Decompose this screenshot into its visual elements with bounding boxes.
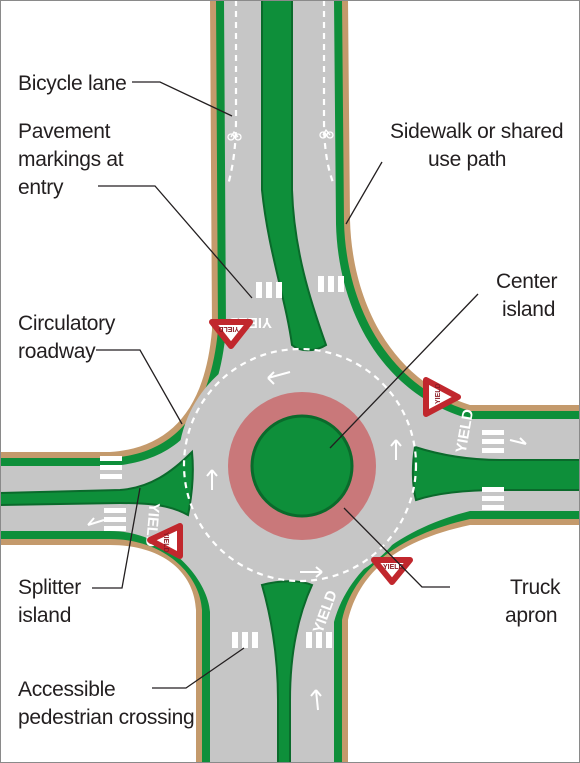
lane-markings [182, 0, 418, 583]
label-bicycle-lane: Bicycle lane [18, 72, 126, 95]
label-pavement-markings-3: entry [18, 176, 64, 199]
label-pavement-markings-1: Pavement [18, 120, 111, 143]
label-pavement-markings-2: markings at [18, 148, 124, 171]
bicycle-icon [227, 128, 334, 141]
pedestrian-crossings [100, 276, 504, 648]
label-circulatory-1: Circulatory [18, 312, 116, 335]
svg-text:YIELD: YIELD [162, 532, 169, 553]
svg-text:YIELD: YIELD [435, 383, 442, 404]
label-splitter-1: Splitter [18, 576, 81, 599]
yield-sign-north: YIELD [209, 319, 253, 349]
label-center-island-2: island [502, 298, 555, 321]
label-crossing-2: pedestrian crossing [18, 706, 194, 729]
label-truck-apron-1: Truck [510, 576, 561, 599]
label-sidewalk-1: Sidewalk or shared [390, 120, 563, 143]
label-splitter-2: island [18, 604, 71, 627]
label-sidewalk-2: use path [428, 148, 506, 171]
label-crossing-1: Accessible [18, 678, 115, 701]
leader-lines [92, 81, 479, 689]
center-island [250, 414, 354, 518]
yield-sign-west: YIELD [147, 523, 183, 559]
svg-text:YIELD: YIELD [383, 564, 404, 571]
callout-labels: Bicycle lane Pavement markings at entry … [18, 72, 564, 729]
label-truck-apron-2: apron [505, 604, 557, 627]
directional-arrows [87, 371, 527, 711]
yield-sign-south: YIELD [371, 557, 413, 585]
yield-sign-east: YIELD [423, 377, 461, 417]
label-center-island-1: Center [496, 270, 558, 293]
label-circulatory-2: roadway [18, 340, 96, 363]
svg-text:YIELD: YIELD [218, 325, 239, 332]
